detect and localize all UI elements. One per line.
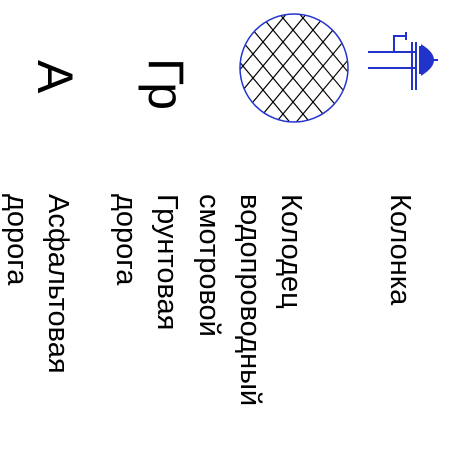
legend-label-dirt-road: Грунтовая дорога xyxy=(105,194,187,330)
label-line: дорога xyxy=(110,194,142,286)
asphalt-road-symbol: А xyxy=(27,60,83,94)
label-line: дорога xyxy=(1,194,33,286)
water-column-icon xyxy=(368,32,438,90)
legend-label-column: Колонка xyxy=(379,194,420,305)
label-line: Асфальтовая xyxy=(42,194,74,374)
dirt-road-symbol: Гр xyxy=(138,58,194,111)
hatched-circle-icon xyxy=(239,13,349,123)
label-line: Грунтовая xyxy=(151,194,183,331)
legend-label-well: Колодец водопроводный смотровой xyxy=(188,194,311,406)
label-line: Колонка xyxy=(384,194,416,306)
label-line: Колодец xyxy=(275,194,307,309)
label-line: смотровой xyxy=(193,194,225,337)
legend-label-asphalt-road: Асфальтовая дорога xyxy=(0,194,78,374)
label-line: водопроводный xyxy=(234,194,266,407)
